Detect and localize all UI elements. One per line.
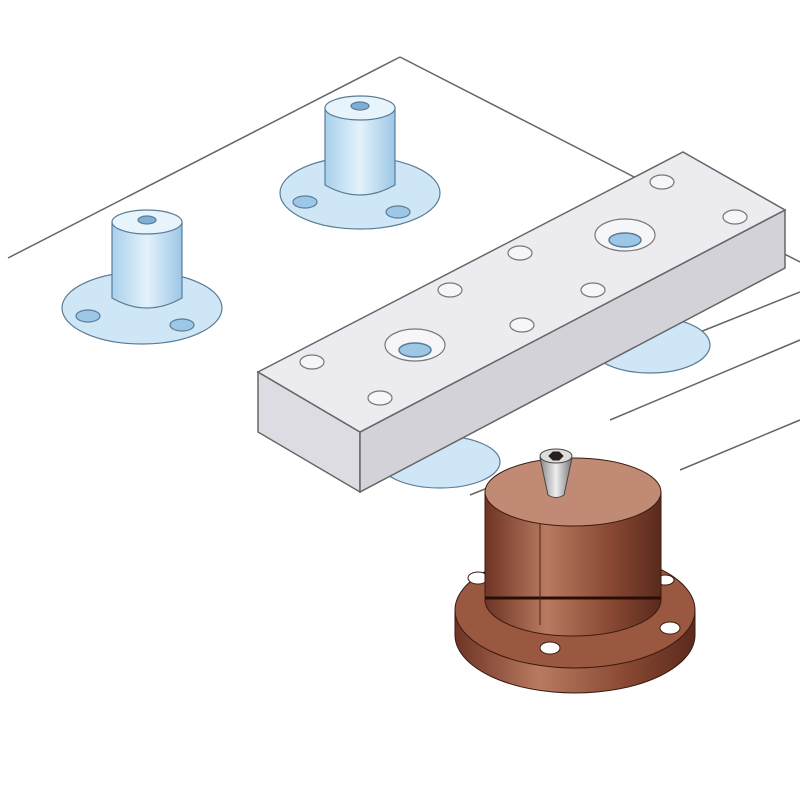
- copper-bushing-icon: [454, 448, 696, 694]
- locating-pin-icon: [279, 95, 441, 230]
- fixture-bar-icon: [256, 151, 787, 494]
- locating-pin-icon: [61, 209, 223, 345]
